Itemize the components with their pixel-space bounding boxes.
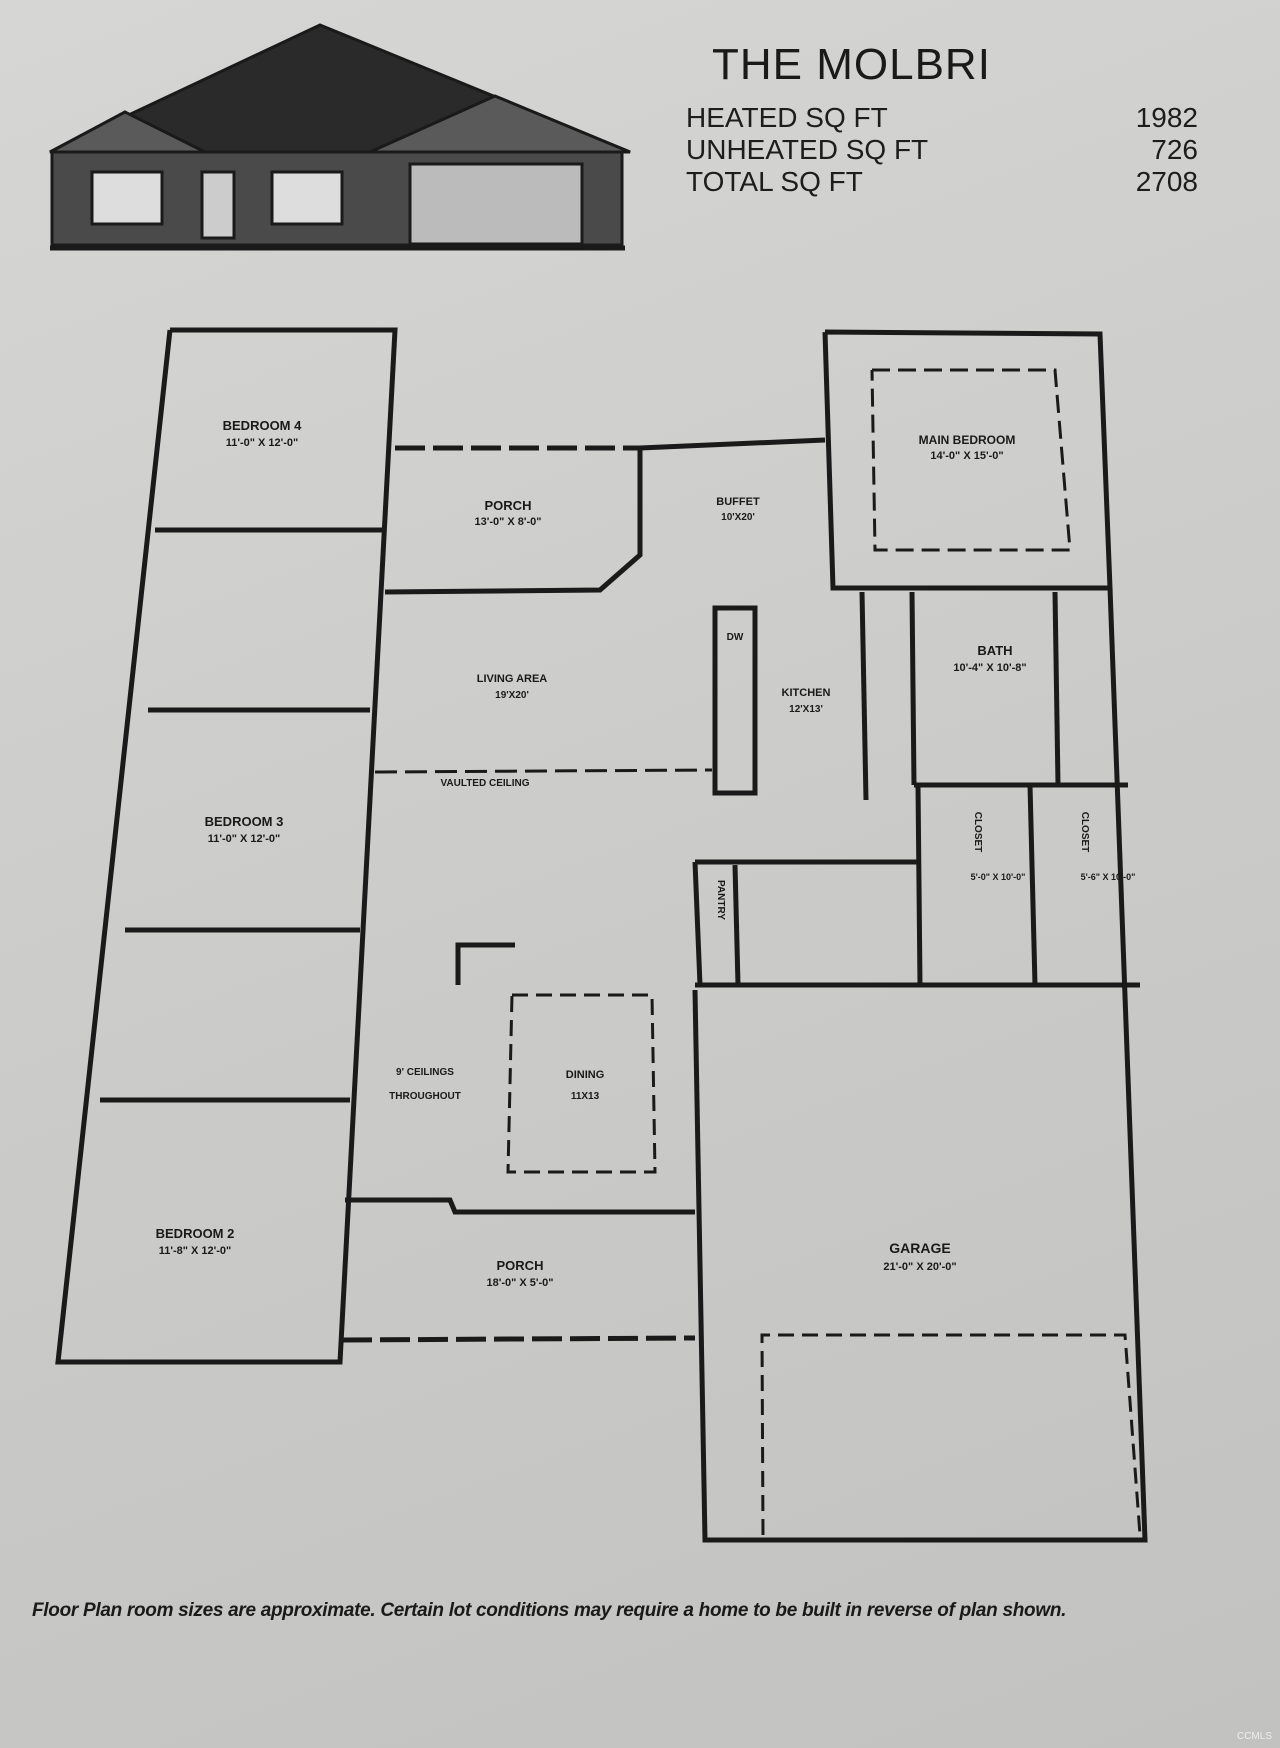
stat-row-unheated: UNHEATED SQ FT 726	[686, 134, 1198, 166]
porch-rear-size: 13'-0" X 8'-0"	[474, 516, 541, 528]
buffet-size: 10'X20'	[721, 512, 755, 523]
dining-name: DINING	[566, 1069, 605, 1081]
window-right	[270, 170, 344, 226]
vaulted-ceiling-label: VAULTED CEILING	[440, 778, 529, 789]
stat-value: 726	[1151, 134, 1198, 165]
main-bedroom-size: 14'-0" X 15'-0"	[930, 450, 1003, 462]
kitchen-size: 12'X13'	[789, 704, 823, 715]
front-door	[200, 170, 236, 240]
dining-size: 11X13	[571, 1091, 600, 1102]
stat-label: UNHEATED SQ FT	[686, 134, 929, 165]
garage-name: GARAGE	[889, 1240, 950, 1256]
bath-name: BATH	[977, 643, 1012, 658]
kitchen-name: KITCHEN	[782, 687, 831, 699]
closet1-size: 5'-0" X 10'-0"	[971, 872, 1026, 882]
bedroom4-size: 11'-0" X 12'-0"	[226, 437, 299, 449]
closet1-name: CLOSET	[972, 812, 983, 853]
main-bedroom-name: MAIN BEDROOM	[919, 433, 1016, 447]
garage-door	[408, 162, 584, 246]
window-left	[90, 170, 164, 226]
living-size: 19'X20'	[495, 690, 529, 701]
stat-row-total: TOTAL SQ FT 2708	[686, 166, 1198, 198]
watermark: CCMLS	[1236, 1731, 1272, 1742]
bedroom4-name: BEDROOM 4	[223, 418, 303, 433]
room-labels: BEDROOM 4 11'-0" X 12'-0" PORCH 13'-0" X…	[156, 418, 1136, 1289]
bath-size: 10'-4" X 10'-8"	[953, 662, 1026, 674]
house-elevation	[49, 23, 631, 251]
bedroom3-name: BEDROOM 3	[205, 814, 284, 829]
closet2-size: 5'-6" X 10'-0"	[1081, 872, 1136, 882]
stat-label: HEATED SQ FT	[686, 102, 888, 133]
disclaimer-caption: Floor Plan room sizes are approximate. C…	[32, 1600, 1067, 1621]
pantry-label: PANTRY	[715, 880, 726, 920]
bedroom3-size: 11'-0" X 12'-0"	[208, 833, 281, 845]
ceilings-line2: THROUGHOUT	[389, 1091, 461, 1102]
bedroom2-size: 11'-8" X 12'-0"	[159, 1245, 232, 1257]
closet2-name: CLOSET	[1079, 812, 1090, 853]
buffet-name: BUFFET	[716, 496, 760, 508]
stat-value: 1982	[1135, 102, 1198, 133]
porch-front-size: 18'-0" X 5'-0"	[486, 1277, 553, 1289]
garage-size: 21'-0" X 20'-0"	[883, 1261, 956, 1273]
plan-title: THE MOLBRI	[712, 40, 991, 89]
ceilings-line1: 9' CEILINGS	[396, 1067, 454, 1078]
living-name: LIVING AREA	[477, 673, 548, 685]
square-footage-table: HEATED SQ FT 1982 UNHEATED SQ FT 726 TOTAL…	[686, 102, 1198, 198]
stat-label: TOTAL SQ FT	[686, 166, 863, 197]
walls	[55, 327, 1148, 1543]
stat-row-heated: HEATED SQ FT 1982	[686, 102, 1198, 134]
dw-label: DW	[727, 632, 744, 643]
porch-rear-name: PORCH	[485, 498, 532, 513]
stat-value: 2708	[1135, 166, 1198, 197]
porch-front-name: PORCH	[497, 1258, 544, 1273]
bedroom2-name: BEDROOM 2	[156, 1226, 235, 1241]
